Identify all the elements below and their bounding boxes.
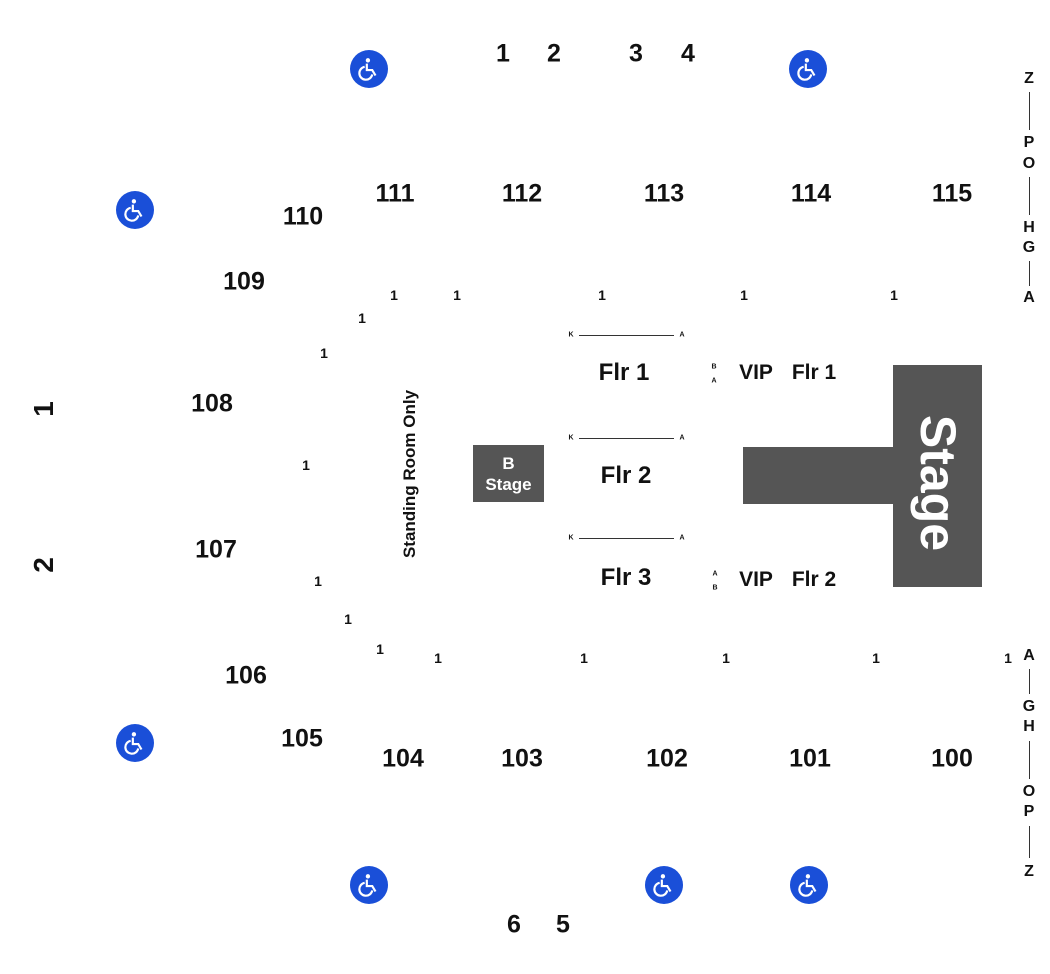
section-label[interactable]: 105 (281, 724, 323, 753)
vip-row-label: A (712, 570, 718, 578)
section-label[interactable]: 112 (501, 179, 543, 208)
stage-label: Stage (910, 414, 966, 552)
row-number: 1 (376, 641, 384, 657)
vip-section-2-word[interactable]: VIP (739, 568, 773, 591)
main-stage (893, 365, 982, 587)
row-number: 1 (434, 650, 442, 666)
gate-label: 2 (547, 39, 561, 68)
floor-row-label: A (679, 331, 685, 339)
floor-row-label: K (568, 534, 574, 542)
vip-row-label: B (711, 363, 717, 371)
row-number: 1 (358, 310, 366, 326)
row-range-line (1029, 261, 1030, 286)
wheelchair-accessible-icon (116, 724, 154, 762)
row-range-letter: H (1023, 718, 1035, 735)
row-range-line (1029, 741, 1030, 779)
section-label[interactable]: 104 (382, 744, 424, 773)
section-label[interactable]: 113 (643, 179, 685, 208)
row-range-letter: O (1022, 155, 1036, 172)
row-range-letter: H (1023, 219, 1035, 236)
vip-row-label: A (711, 377, 717, 385)
stage-runway (743, 447, 895, 504)
section-label[interactable]: 110 (282, 202, 324, 231)
row-number: 1 (314, 573, 322, 589)
row-range-letter: Z (1024, 863, 1034, 880)
row-range-letter: A (1023, 289, 1035, 306)
row-range-line (1029, 92, 1030, 130)
gate-label: 3 (629, 39, 643, 68)
floor-row-label: A (679, 534, 685, 542)
section-label[interactable]: 102 (646, 744, 688, 773)
row-number: 1 (890, 287, 898, 303)
floor-row-line (579, 335, 674, 336)
row-range-line (1029, 177, 1030, 215)
row-range-letter: G (1022, 239, 1036, 256)
floor-row-line (579, 438, 674, 439)
gate-label: 1 (28, 401, 59, 417)
section-label[interactable]: 109 (223, 267, 265, 296)
wheelchair-accessible-icon (790, 866, 828, 904)
floor-section-2[interactable]: Flr 2 (600, 462, 652, 489)
section-label[interactable]: 101 (789, 744, 831, 773)
row-number: 1 (390, 287, 398, 303)
section-label[interactable]: 103 (501, 744, 543, 773)
row-number: 1 (872, 650, 880, 666)
section-label[interactable]: 108 (191, 389, 233, 418)
row-number: 1 (740, 287, 748, 303)
row-number: 1 (344, 611, 352, 627)
b-stage-label-line1: B (502, 453, 515, 473)
wheelchair-accessible-icon (350, 866, 388, 904)
gate-label: 1 (496, 39, 510, 68)
floor-row-label: K (568, 331, 574, 339)
row-number: 1 (722, 650, 730, 666)
gate-label: 2 (28, 557, 59, 573)
section-label[interactable]: 106 (225, 661, 267, 690)
vip-section-2[interactable]: Flr 2 (791, 568, 837, 591)
gate-label: 4 (681, 39, 695, 68)
row-number: 1 (598, 287, 606, 303)
row-range-line (1029, 669, 1030, 694)
floor-section-3[interactable]: Flr 3 (600, 564, 652, 591)
row-range-letter: A (1023, 647, 1035, 664)
row-range-line (1029, 826, 1030, 858)
row-range-letter: O (1022, 783, 1036, 800)
vip-row-label: B (712, 584, 718, 592)
wheelchair-accessible-icon (350, 50, 388, 88)
row-range-letter: P (1023, 803, 1035, 820)
b-stage: B Stage (473, 445, 544, 502)
row-number: 1 (320, 345, 328, 361)
gate-label: 6 (507, 910, 521, 939)
section-label[interactable]: 100 (931, 744, 973, 773)
row-range-letter: G (1022, 698, 1036, 715)
vip-section-1[interactable]: Flr 1 (791, 361, 837, 384)
wheelchair-accessible-icon (645, 866, 683, 904)
floor-row-label: K (568, 434, 574, 442)
wheelchair-accessible-icon (116, 191, 154, 229)
wheelchair-accessible-icon (789, 50, 827, 88)
section-label[interactable]: 111 (375, 179, 415, 208)
vip-section-1-word[interactable]: VIP (739, 361, 773, 384)
section-label[interactable]: 107 (195, 535, 237, 564)
section-label[interactable]: 115 (931, 179, 973, 208)
floor-row-line (579, 538, 674, 539)
standing-room-only-label[interactable]: Standing Room Only (400, 389, 419, 559)
row-number: 1 (1004, 650, 1012, 666)
gate-label: 5 (556, 910, 570, 939)
section-label[interactable]: 114 (790, 179, 832, 208)
row-range-letter: Z (1024, 70, 1034, 87)
row-range-letter: P (1023, 134, 1035, 151)
row-number: 1 (453, 287, 461, 303)
floor-section-1[interactable]: Flr 1 (598, 359, 650, 386)
row-number: 1 (302, 457, 310, 473)
b-stage-label-line2: Stage (485, 474, 532, 494)
row-number: 1 (580, 650, 588, 666)
floor-row-label: A (679, 434, 685, 442)
